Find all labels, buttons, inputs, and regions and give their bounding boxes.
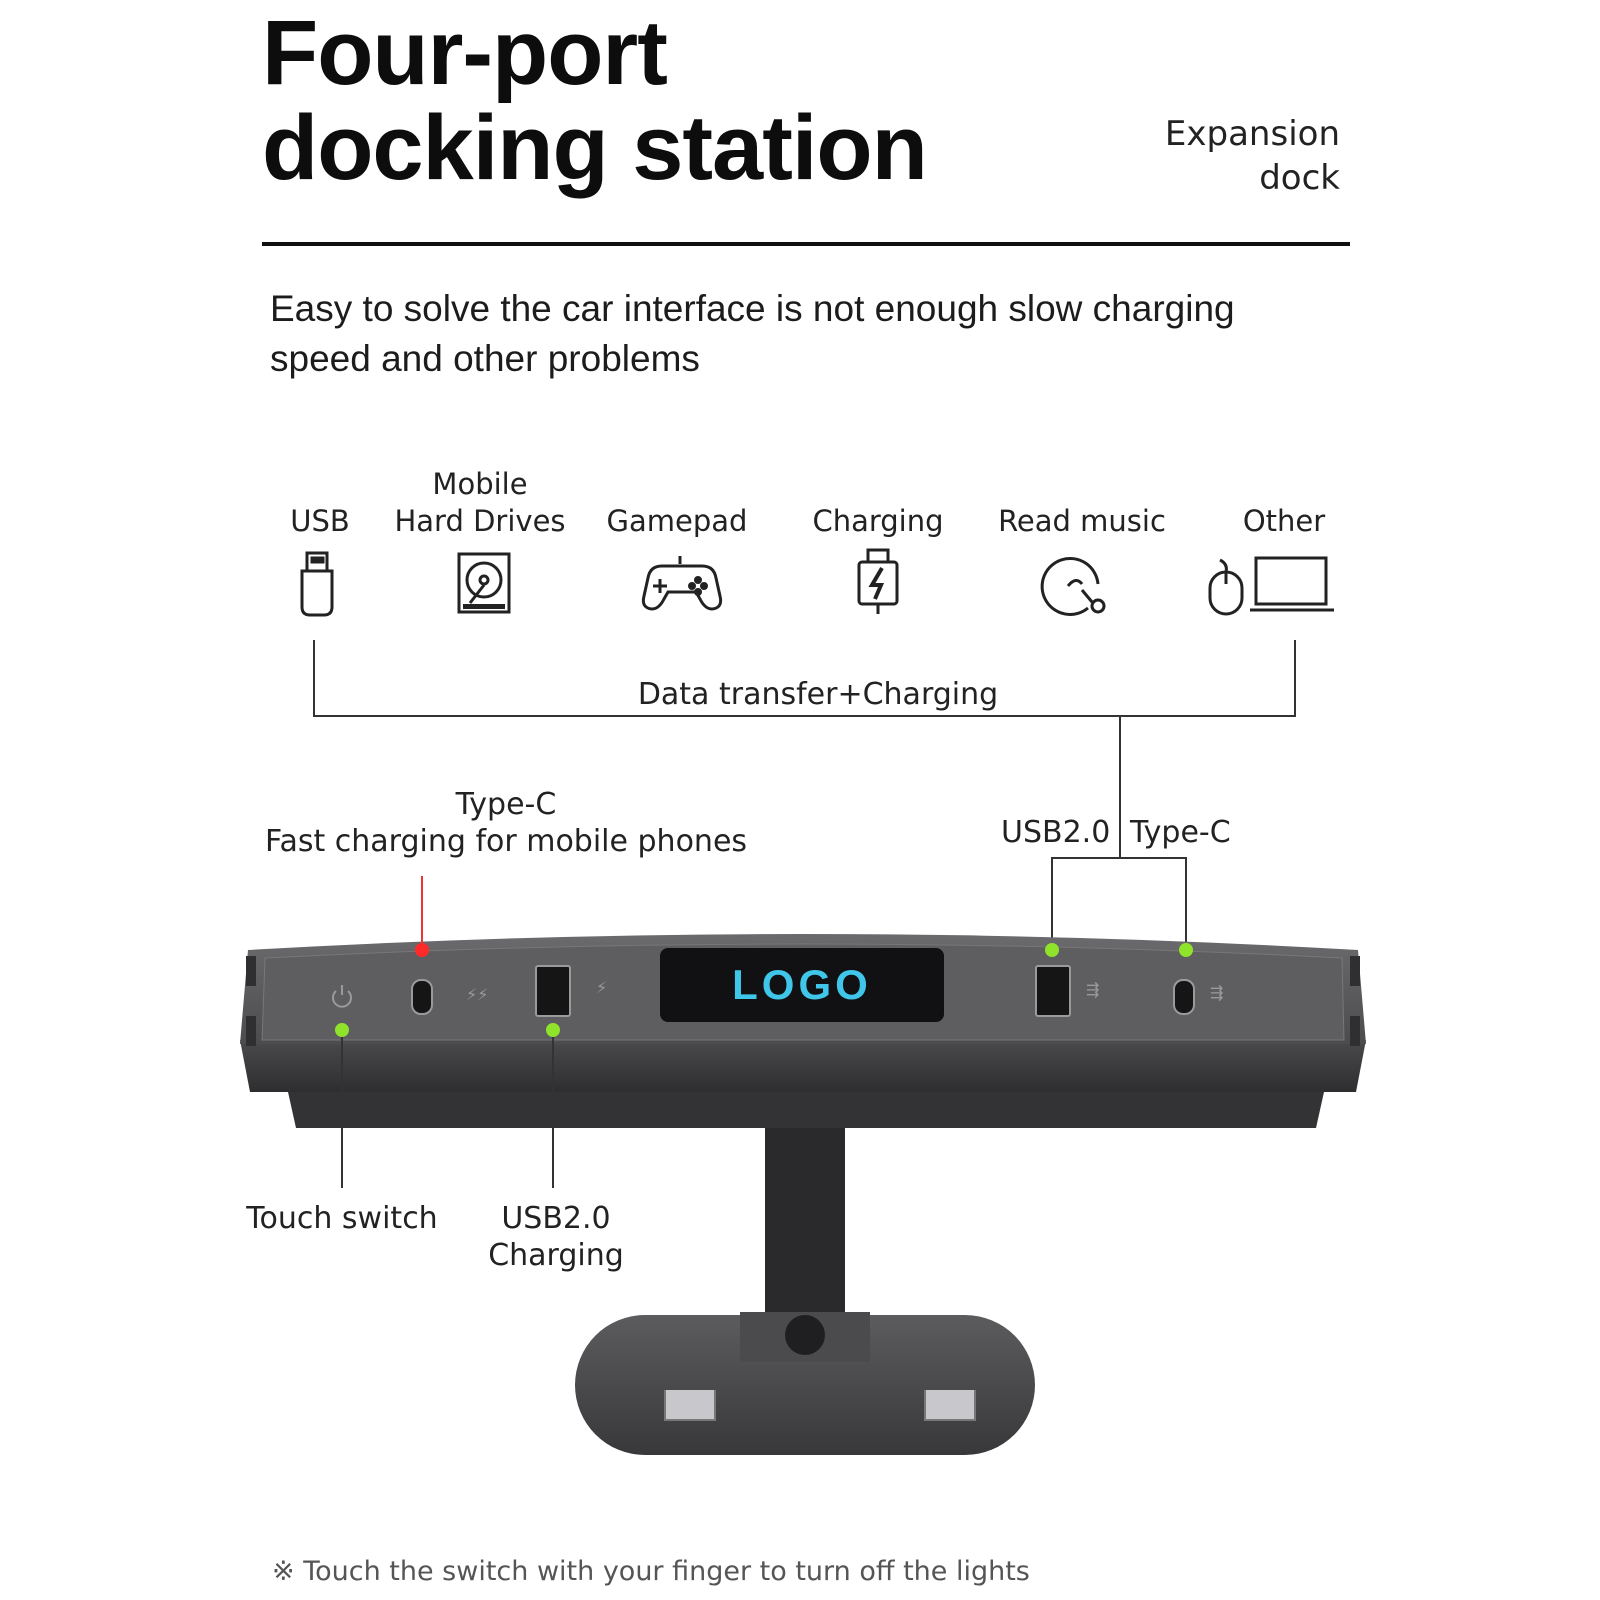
- use-label-charging: Charging: [812, 466, 943, 540]
- use-label-read-music-line1: [998, 466, 1166, 503]
- usb-data-port[interactable]: [1035, 965, 1071, 1017]
- use-label-read-music: Read music: [998, 466, 1166, 540]
- use-label-read-music-line2: Read music: [998, 504, 1166, 538]
- hard-drive-icon: [457, 552, 511, 614]
- gamepad-icon: [641, 556, 723, 611]
- callout-dot-usb-charging: [546, 1023, 560, 1037]
- annotation-usb20-right: USB2.0: [1001, 815, 1111, 850]
- callout-dot-typec-right: [1179, 943, 1193, 957]
- svg-text:⚡: ⚡: [596, 978, 607, 997]
- annotation-typec-fast: Type-C Fast charging for mobile phones: [265, 786, 747, 860]
- svg-text:⚡⚡: ⚡⚡: [466, 985, 488, 1004]
- annotation-usb20-charging: USB2.0 Charging: [488, 1200, 624, 1274]
- page-title: Four-port docking station: [262, 2, 928, 199]
- use-label-other-line2: Other: [1242, 504, 1326, 538]
- data-bracket: [313, 640, 1296, 944]
- device-logo: LOGO: [732, 961, 872, 1008]
- typec-data-port[interactable]: [1173, 979, 1195, 1015]
- use-label-usb-line1: [290, 466, 350, 503]
- use-label-charging-line1: [812, 466, 943, 503]
- typec-fast-port[interactable]: [411, 979, 433, 1015]
- use-label-other-line1: [1243, 466, 1325, 503]
- use-label-charging-line2: Charging: [812, 504, 944, 538]
- use-label-other: Other: [1243, 466, 1325, 540]
- side-label: Expansion dock: [1165, 112, 1340, 200]
- callout-lines: [341, 876, 554, 1188]
- annotation-typec-right: Type-C: [1130, 815, 1231, 850]
- svg-text:⇶: ⇶: [1086, 980, 1099, 999]
- svg-text:⇶: ⇶: [1210, 983, 1223, 1002]
- use-label-usb: USB: [290, 466, 350, 540]
- dock-device: ⚡⚡ ⚡ ⇶ ⇶: [240, 934, 1366, 1455]
- callout-dot-usb-right: [1045, 943, 1059, 957]
- use-label-gamepad-line2: Gamepad: [606, 504, 748, 538]
- bracket-label: Data transfer+Charging: [637, 677, 999, 712]
- use-label-gamepad-line1: [607, 466, 748, 503]
- usb-charging-port[interactable]: [535, 965, 571, 1017]
- music-disc-icon: [1040, 557, 1106, 616]
- usb-stick-icon: [300, 551, 334, 617]
- side-label-line2: dock: [1259, 158, 1340, 198]
- mouse-laptop-icon: [1208, 556, 1334, 616]
- use-label-gamepad: Gamepad: [607, 466, 748, 540]
- footnote: ※ Touch the switch with your finger to t…: [272, 1556, 1030, 1587]
- base-connector-left: [664, 1390, 716, 1421]
- logo-panel: [660, 948, 944, 1022]
- dock-stand: [765, 1110, 845, 1340]
- use-label-hard-drives-line2: Hard Drives: [394, 504, 566, 538]
- annotation-usb20-charging-line1: USB2.0: [501, 1201, 611, 1236]
- annotation-touch-switch: Touch switch: [246, 1201, 438, 1236]
- charging-icon: [857, 548, 899, 614]
- annotation-typec-fast-line2: Fast charging for mobile phones: [264, 824, 748, 859]
- base-connector-right: [924, 1390, 976, 1421]
- page-title-line2: docking station: [262, 97, 928, 199]
- callout-dot-touch: [335, 1023, 349, 1037]
- header-divider: [262, 242, 1350, 246]
- use-label-hard-drives: Mobile Hard Drives: [394, 466, 565, 540]
- annotation-usb20-charging-line2: Charging: [488, 1238, 624, 1273]
- use-label-usb-line2: USB: [290, 504, 350, 538]
- subtitle: Easy to solve the car interface is not e…: [270, 288, 1235, 379]
- touch-switch-icon[interactable]: [332, 985, 352, 1008]
- callout-dot-red: [415, 943, 429, 957]
- use-label-hard-drives-line1: Mobile: [432, 467, 528, 501]
- annotation-typec-fast-line1: Type-C: [455, 787, 557, 822]
- side-label-line1: Expansion: [1164, 114, 1340, 154]
- page-title-line1: Four-port: [262, 2, 668, 104]
